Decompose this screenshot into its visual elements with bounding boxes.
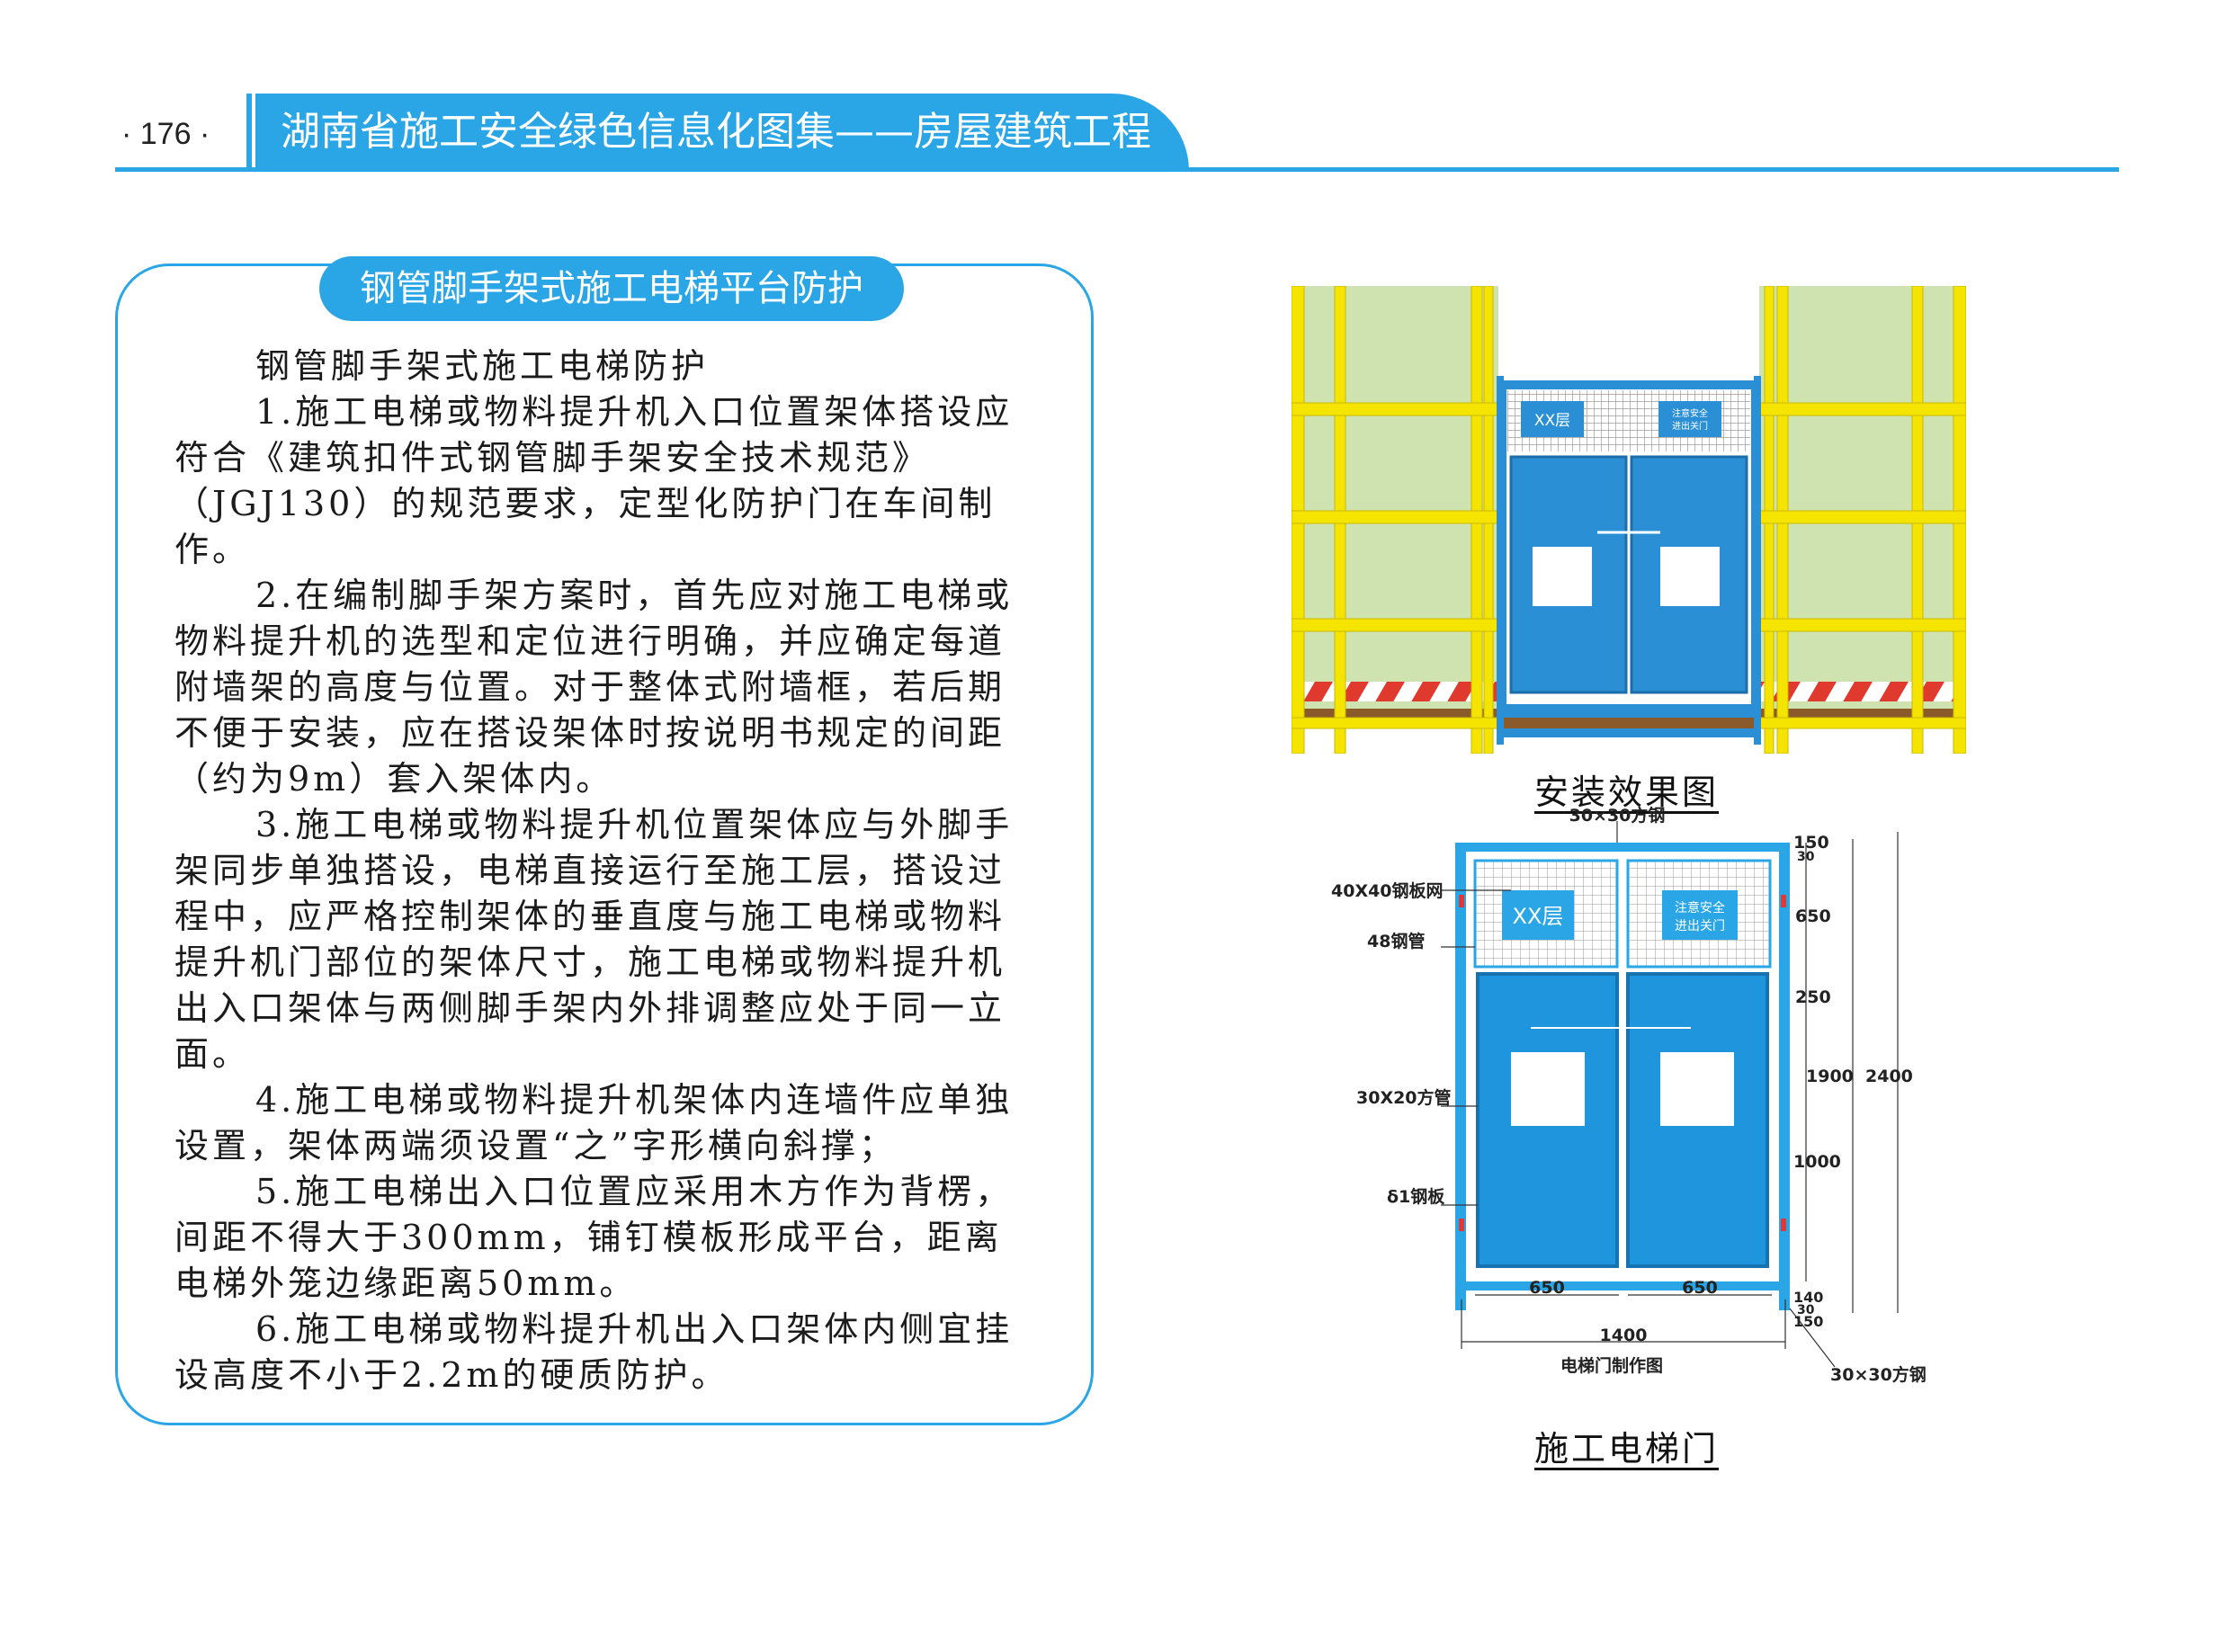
label-mesh: 40X40钢板网 — [1331, 880, 1444, 901]
dim-650-left: 650 — [1529, 1278, 1565, 1298]
installation-photo: XX层 注意安全 进出关门 — [1292, 286, 1966, 754]
paragraph: 2.在编制脚手架方案时，首先应对施工电梯或物料提升机的选型和定位进行明确，并应确… — [174, 576, 1014, 799]
header-title: 湖南省施工安全绿色信息化图集——房屋建筑工程 — [261, 94, 1189, 171]
paragraph: 钢管脚手架式施工电梯防护 — [255, 346, 710, 386]
label-bottom-steel: 30×30方钢 — [1830, 1364, 1927, 1385]
door-drawing: XX层 注意安全 进出关门 30×30方钢 40X40钢板网 48钢管 30X2… — [1331, 805, 1927, 1385]
header-rule — [115, 167, 2119, 172]
drawing-caption: 施工电梯门 — [1534, 1429, 1720, 1469]
dim-1400: 1400 — [1600, 1326, 1648, 1345]
paragraph: 5.施工电梯出入口位置应采用木方作为背楞，间距不得大于300mm，铺钉模板形成平… — [174, 1172, 1014, 1303]
page-number: · 176 · — [121, 117, 210, 151]
drawing-title: 电梯门制作图 — [1560, 1355, 1663, 1376]
photo-sign-right-2: 进出关门 — [1672, 420, 1708, 432]
dim-250: 250 — [1795, 987, 1831, 1007]
label-square-tube: 30X20方管 — [1356, 1087, 1452, 1108]
dim-1000: 1000 — [1793, 1152, 1841, 1172]
paragraph: 3.施工电梯或物料提升机位置架体应与外脚手架同步单独搭设，电梯直接运行至施工层，… — [174, 805, 1014, 1074]
photo-sign-right-1: 注意安全 — [1672, 407, 1708, 419]
label-top-steel: 30×30方钢 — [1569, 805, 1666, 826]
paragraph: 1.施工电梯或物料提升机入口位置架体搭设应符合《建筑扣件式钢管脚手架安全技术规范… — [174, 392, 1014, 569]
drawing-sign-left: XX层 — [1513, 904, 1564, 929]
drawing-sign-right-2: 进出关门 — [1675, 919, 1725, 933]
dim-650-right: 650 — [1682, 1278, 1718, 1298]
dim-2400: 2400 — [1865, 1067, 1913, 1086]
dim-650-v: 650 — [1795, 906, 1831, 926]
drawing-sign-right-1: 注意安全 — [1675, 900, 1725, 915]
section-body: 钢管脚手架式施工电梯防护 1.施工电梯或物料提升机入口位置架体搭设应符合《建筑扣… — [174, 344, 1038, 1398]
section-title: 钢管脚手架式施工电梯平台防护 — [319, 256, 904, 321]
dim-150-top: 150 — [1793, 833, 1829, 853]
photo-caption: 安装效果图 — [1534, 772, 1720, 812]
label-pipe: 48钢管 — [1367, 931, 1425, 951]
photo-sign-left: XX层 — [1534, 412, 1570, 430]
dim-30-bot: 30 — [1797, 1303, 1815, 1317]
paragraph: 6.施工电梯或物料提升机出入口架体内侧宜挂设高度不小于2.2m的硬质防护。 — [174, 1309, 1014, 1395]
dim-140: 140 — [1793, 1289, 1823, 1306]
header-divider — [246, 94, 261, 171]
paragraph: 4.施工电梯或物料提升机架体内连墙件应单独设置，架体两端须设置“之”字形横向斜撑… — [174, 1080, 1014, 1165]
dim-1900: 1900 — [1806, 1067, 1854, 1086]
label-plate: δ1钢板 — [1387, 1186, 1445, 1207]
dim-150-bot: 150 — [1793, 1313, 1823, 1330]
dim-30-top: 30 — [1797, 850, 1815, 864]
